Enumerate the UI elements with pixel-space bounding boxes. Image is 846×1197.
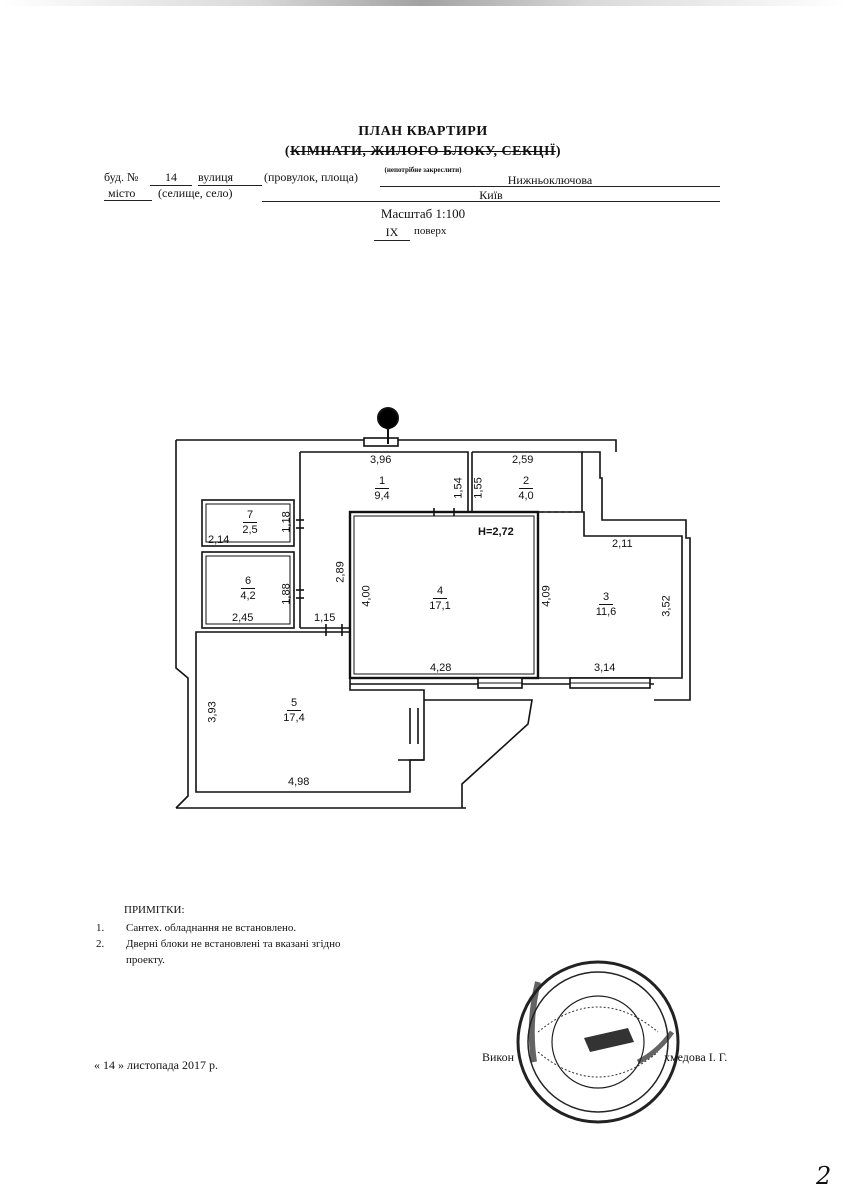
scale-label: Масштаб 1:100 — [380, 206, 466, 221]
street-name: Нижньоключова — [507, 173, 593, 187]
dimension: 4,28 — [430, 662, 452, 674]
dimension: 2,11 — [612, 538, 633, 550]
ceiling-height: H=2,72 — [478, 526, 514, 538]
dimension: 3,52 — [660, 595, 673, 617]
underline — [380, 186, 720, 187]
floor-value: IX — [385, 225, 399, 239]
dimension: 4,09 — [540, 585, 553, 607]
underline — [150, 185, 192, 186]
dimension: 3,96 — [370, 454, 392, 466]
underline — [374, 240, 410, 241]
strike-note: (непотрібне закреслити) — [384, 166, 462, 174]
city-label: місто — [108, 186, 136, 200]
floor-label: поверх — [414, 225, 447, 237]
page-subtitle: (КІМНАТИ, ЖИЛОГО БЛОКУ, СЕКЦІЇ) — [284, 144, 562, 159]
walls — [175, 437, 691, 809]
scan-edge — [0, 0, 846, 6]
dimension: 4,98 — [288, 776, 310, 788]
underline — [262, 201, 720, 202]
building-number: 14 — [165, 170, 177, 184]
city-alt-label: (селище, село) — [158, 186, 233, 200]
dimension: 1,55 — [472, 477, 485, 499]
note-item: проекту. — [126, 954, 165, 966]
dimension: 3,14 — [594, 662, 616, 674]
dimension: 1,15 — [314, 612, 336, 624]
struck-subtitle: КІМНАТИ, ЖИЛОГО БЛОКУ, СЕКЦІЇ — [290, 144, 556, 159]
page-number: 2 — [816, 1162, 832, 1190]
note-item: Сантех. обладнання не встановлено. — [126, 922, 297, 934]
street-label: вулиця — [198, 170, 234, 184]
dimension: 1,54 — [452, 477, 465, 499]
stamp — [516, 960, 680, 1124]
notes-heading: ПРИМІТКИ: — [124, 904, 185, 916]
dimension: 2,59 — [512, 454, 534, 466]
dimension: 2,89 — [334, 561, 347, 583]
underline — [198, 185, 262, 186]
page-title: ПЛАН КВАРТИРИ — [358, 124, 488, 139]
north-arrow-icon — [377, 407, 399, 444]
city-name: Київ — [479, 188, 503, 202]
note-item: Дверні блоки не встановлені та вказані з… — [126, 938, 341, 950]
executor-label: Викон — [482, 1050, 515, 1064]
building-label: буд. № — [104, 170, 139, 184]
executor-name: хмедова І. Г. — [664, 1050, 728, 1064]
dimension: 4,00 — [360, 585, 373, 607]
dimension: 3,93 — [206, 701, 219, 723]
document-date: « 14 » листопада 2017 р. — [94, 1058, 219, 1072]
underline — [104, 200, 152, 201]
dimension: 2,14 — [208, 534, 230, 546]
dimension: 2,45 — [232, 612, 254, 624]
dimension: 1,88 — [280, 583, 293, 605]
dimension: 1,18 — [280, 511, 293, 533]
street-alt-label: (провулок, площа) — [264, 170, 358, 184]
